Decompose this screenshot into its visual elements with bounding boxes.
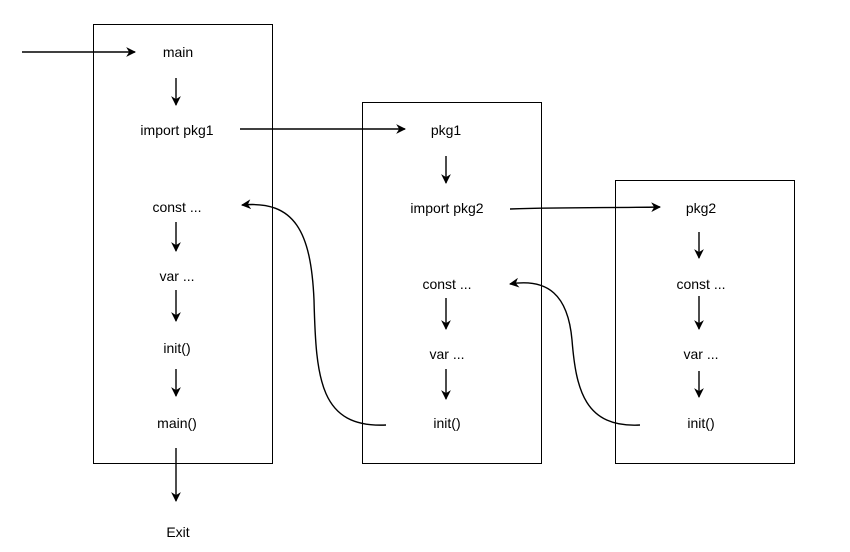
main-init-label: init() bbox=[163, 340, 191, 356]
main-import-label: import pkg1 bbox=[140, 122, 214, 138]
pkg2-box bbox=[615, 180, 795, 464]
main-func-label: main() bbox=[157, 415, 197, 431]
main-var-label: var ... bbox=[159, 268, 195, 284]
main-package-box bbox=[93, 24, 273, 464]
main-entry-label: main bbox=[162, 44, 194, 60]
pkg1-import-label: import pkg2 bbox=[410, 200, 484, 216]
main-const-label: const ... bbox=[152, 199, 202, 215]
pkg1-var-label: var ... bbox=[429, 346, 465, 362]
pkg2-entry-label: pkg2 bbox=[685, 200, 717, 216]
arrow-import-pkg2 bbox=[509, 202, 661, 213]
pkg2-init-label: init() bbox=[687, 415, 715, 431]
exit-label: Exit bbox=[166, 524, 190, 540]
return-curve-pkg1-init-to-main-const bbox=[241, 199, 387, 426]
pkg1-entry-label: pkg1 bbox=[430, 122, 462, 138]
pkg2-const-label: const ... bbox=[676, 276, 726, 292]
pkg1-init-label: init() bbox=[433, 415, 461, 431]
pkg1-const-label: const ... bbox=[422, 276, 472, 292]
pkg1-box bbox=[362, 102, 542, 464]
pkg2-var-label: var ... bbox=[683, 346, 719, 362]
